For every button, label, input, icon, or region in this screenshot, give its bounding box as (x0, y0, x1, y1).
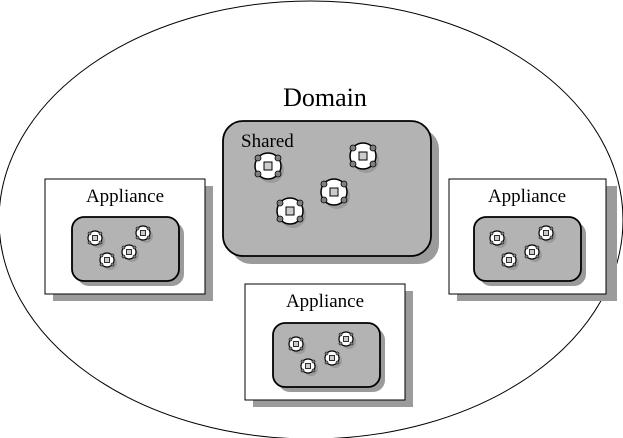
shared-pool: Shared (222, 120, 439, 264)
appliance-label: Appliance (286, 291, 364, 312)
domain-title: Domain (283, 83, 367, 112)
appliance-label: Appliance (488, 186, 566, 207)
appliance-label: Appliance (86, 186, 164, 207)
shared-label: Shared (241, 131, 294, 152)
appliance-left: Appliance (44, 178, 213, 301)
appliance-bottom: Appliance (244, 283, 413, 407)
appliance-right: Appliance (448, 178, 617, 301)
